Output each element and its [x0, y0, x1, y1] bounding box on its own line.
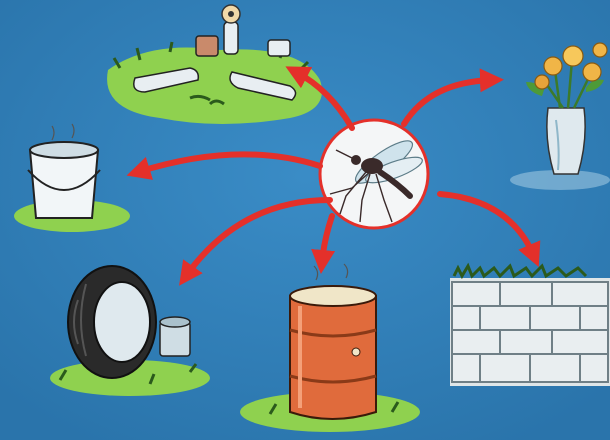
brick-wall-icon [450, 266, 610, 386]
mosquito-icon [320, 120, 428, 228]
